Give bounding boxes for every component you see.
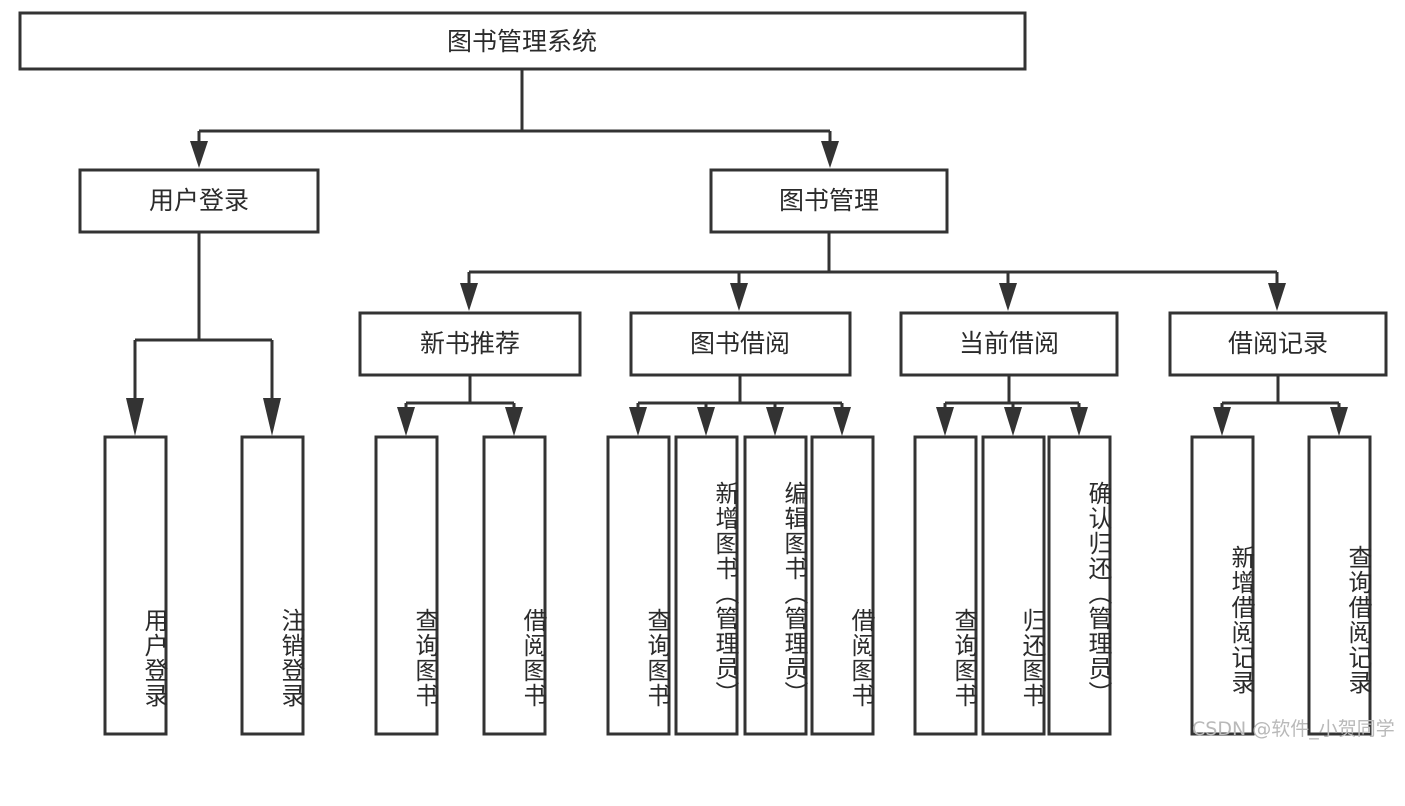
- leaf-box-records-2[interactable]: [1307, 435, 1372, 736]
- arrowhead-bb-leaf-1: [629, 407, 647, 436]
- node-user-login-label: 用户登录: [149, 186, 249, 215]
- leaf-box-user-login-2[interactable]: [240, 435, 305, 736]
- leaf-box-new-book-2[interactable]: [482, 435, 547, 736]
- node-new-book-recommend[interactable]: 新书推荐: [358, 311, 582, 377]
- leaf-box-current-1[interactable]: [913, 435, 978, 736]
- flowchart-canvas: 图书管理系统 用户登录 图书管理: [18, 11, 1395, 740]
- connector-root-to-level2: [190, 69, 839, 168]
- connector-new-book-to-leaves: [397, 375, 523, 436]
- arrowhead-to-book-mgmt: [821, 141, 839, 168]
- node-book-borrow-label: 图书借阅: [690, 329, 790, 358]
- connector-user-login-to-leaves: [126, 232, 281, 436]
- node-borrow-records[interactable]: 借阅记录: [1168, 311, 1388, 377]
- node-book-borrow[interactable]: 图书借阅: [629, 311, 852, 377]
- leaf-box-borrow-2[interactable]: [674, 435, 739, 736]
- node-borrow-records-box[interactable]: [1168, 311, 1388, 377]
- node-root-box[interactable]: [18, 11, 1027, 71]
- connector-book-mgmt-to-level3: [460, 232, 1286, 311]
- connector-records-to-leaves: [1213, 375, 1348, 436]
- node-current-borrow[interactable]: 当前借阅: [899, 311, 1119, 377]
- arrowhead-cb-leaf-2: [1004, 407, 1022, 436]
- connector-current-borrow-to-leaves: [936, 375, 1088, 436]
- connector-book-borrow-to-leaves: [629, 375, 851, 436]
- leaf-box-user-login-1[interactable]: [103, 435, 168, 736]
- node-borrow-records-label: 借阅记录: [1228, 329, 1328, 358]
- arrowhead-nb-leaf-2: [505, 407, 523, 436]
- leaf-box-records-1[interactable]: [1190, 435, 1255, 736]
- node-current-borrow-box[interactable]: [899, 311, 1119, 377]
- node-current-borrow-label: 当前借阅: [959, 329, 1059, 358]
- node-new-book-recommend-box[interactable]: [358, 311, 582, 377]
- node-user-login[interactable]: 用户登录: [78, 168, 320, 234]
- leaf-box-current-3[interactable]: [1047, 435, 1112, 736]
- arrowhead-to-borrow: [730, 283, 748, 311]
- node-root-label: 图书管理系统: [447, 27, 597, 56]
- leaf-box-new-book-1[interactable]: [374, 435, 439, 736]
- arrowhead-ul-leaf-2: [263, 398, 281, 436]
- arrowhead-to-new-book: [460, 283, 478, 311]
- arrowhead-to-user-login: [190, 141, 208, 168]
- arrowhead-to-records: [1268, 283, 1286, 311]
- node-book-management-label: 图书管理: [779, 186, 879, 215]
- leaf-box-borrow-3[interactable]: [743, 435, 808, 736]
- node-book-management[interactable]: 图书管理: [709, 168, 949, 234]
- leaf-box-borrow-1[interactable]: [606, 435, 671, 736]
- arrowhead-rc-leaf-2: [1330, 407, 1348, 436]
- arrowhead-ul-leaf-1: [126, 398, 144, 436]
- arrowhead-bb-leaf-4: [833, 407, 851, 436]
- node-root[interactable]: 图书管理系统: [18, 11, 1027, 71]
- arrowhead-to-current: [999, 283, 1017, 311]
- node-book-management-box[interactable]: [709, 168, 949, 234]
- csdn-watermark: CSDN @软件_小贺同学: [1192, 718, 1395, 740]
- arrowhead-cb-leaf-3: [1070, 407, 1088, 436]
- arrowhead-nb-leaf-1: [397, 407, 415, 436]
- arrowhead-bb-leaf-2: [697, 407, 715, 436]
- flowchart-svg: 图书管理系统 用户登录 图书管理: [18, 11, 1388, 736]
- leaf-box-current-2[interactable]: [981, 435, 1046, 736]
- arrowhead-cb-leaf-1: [936, 407, 954, 436]
- arrowhead-bb-leaf-3: [766, 407, 784, 436]
- node-new-book-recommend-label: 新书推荐: [420, 329, 520, 358]
- arrowhead-rc-leaf-1: [1213, 407, 1231, 436]
- node-book-borrow-box[interactable]: [629, 311, 852, 377]
- leaf-box-borrow-4[interactable]: [810, 435, 875, 736]
